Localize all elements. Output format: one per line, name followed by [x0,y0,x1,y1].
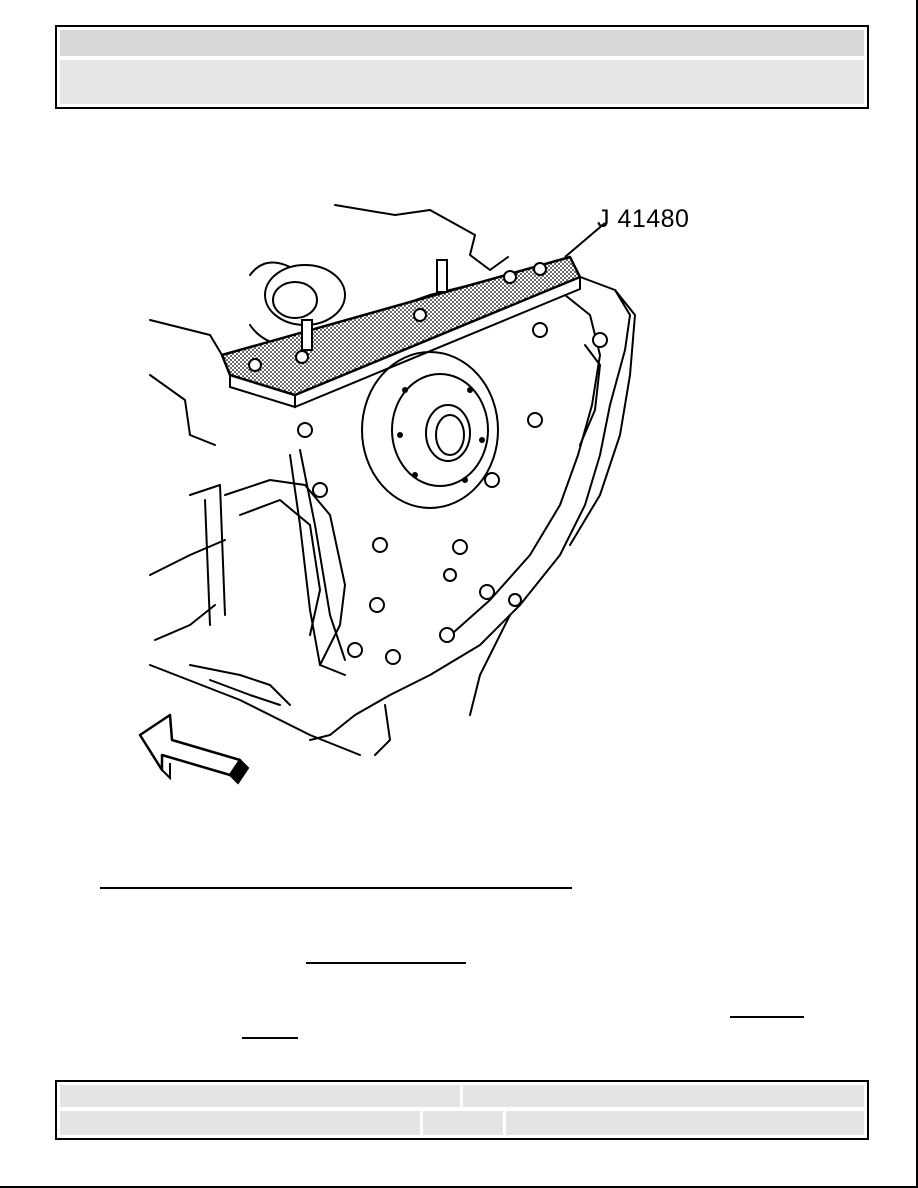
link-underline-2[interactable] [306,962,466,964]
header-subtitle-bar [60,60,864,104]
footer-cell-right-bottom [506,1111,864,1135]
link-underline-1[interactable] [100,887,572,889]
footer-cell-left-top [60,1085,460,1107]
header-title-bar [60,30,864,56]
footer-cell-left-bottom [60,1111,420,1135]
link-underline-3[interactable] [730,1016,804,1018]
footer-row-top [60,1085,864,1107]
footer-cell-middle-bottom [423,1111,503,1135]
tool-label-j41480: J 41480 [597,205,690,233]
footer-cell-right-top [463,1085,864,1107]
engine-illustration [130,195,720,795]
link-underline-4[interactable] [242,1037,298,1039]
footer-row-bottom [60,1111,864,1135]
header-box [55,25,869,109]
footer-box [55,1080,869,1140]
